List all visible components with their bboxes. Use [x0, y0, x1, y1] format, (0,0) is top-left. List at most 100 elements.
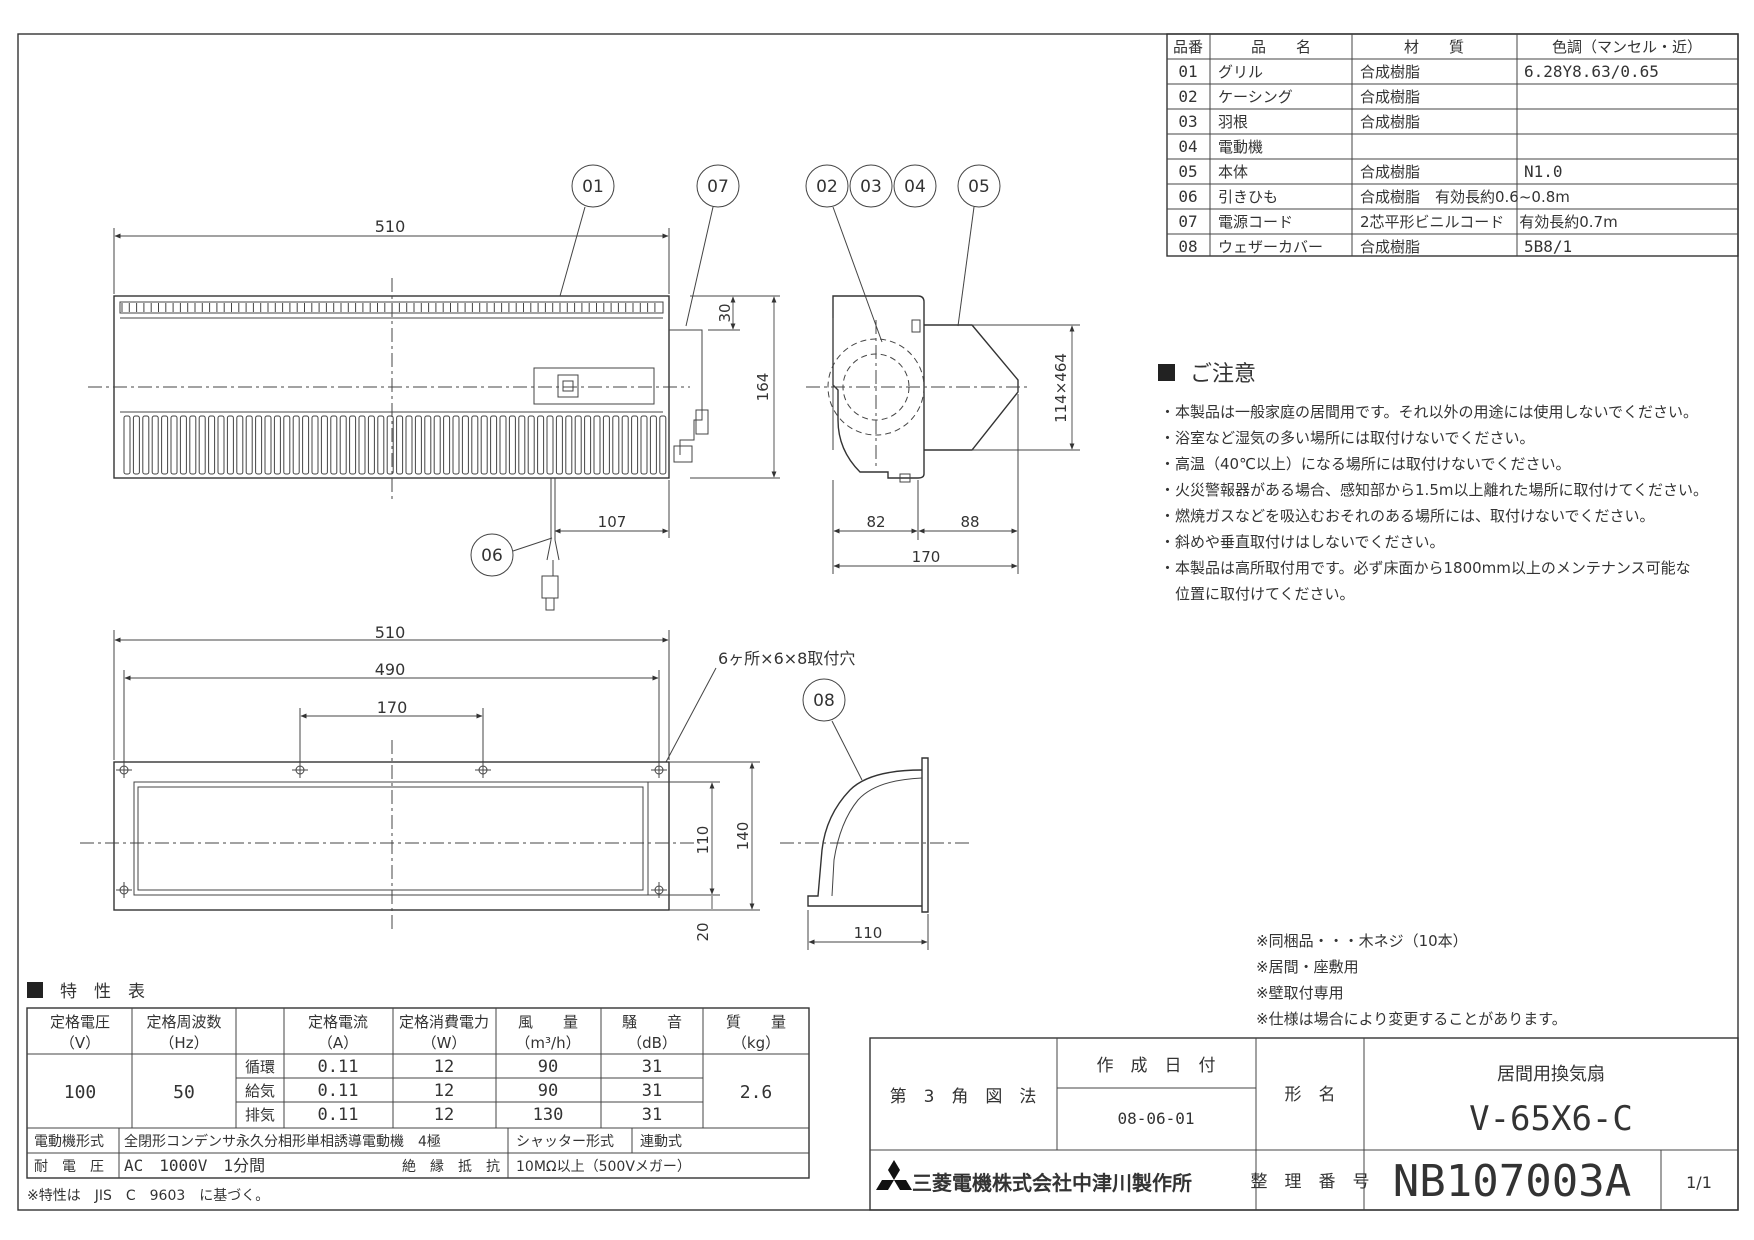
switch-button	[557, 374, 579, 398]
page-number: 1/1	[1686, 1173, 1712, 1192]
spec-mode: 給気	[245, 1082, 275, 1100]
dim-cord-offset: 107	[598, 513, 627, 531]
model-number: V-65X6-C	[1469, 1099, 1633, 1139]
parts-row-no: 08	[1178, 237, 1197, 256]
sheet-border	[17, 33, 1739, 1211]
spec-shutter-label: シャッター形式	[516, 1134, 614, 1150]
spec-power: 12	[434, 1057, 454, 1077]
spec-insulation-label: 絶 縁 抵 抗	[402, 1159, 500, 1175]
spec-header-line2: （Hz）	[159, 1034, 208, 1052]
parts-header-material: 材 質	[1404, 38, 1464, 56]
pull-string-knob	[541, 575, 559, 599]
note-line: ※同梱品・・・木ネジ（10本）	[1256, 932, 1468, 950]
balloon-03: 03	[860, 177, 882, 197]
parts-row-name: 電動機	[1218, 138, 1263, 156]
parts-row-name: グリル	[1218, 63, 1263, 81]
dim-rear-inner: 490	[375, 660, 406, 679]
date-value: 08-06-01	[1117, 1109, 1194, 1128]
caution-line: ・火災警報器がある場合、感知部から1.5m以上離れた場所に取付けてください。	[1160, 481, 1708, 499]
caution-section: ご注意 ・本製品は一般家庭の居間用です。それ以外の用途には使用しないでください。…	[1158, 362, 1708, 603]
cover-flange	[921, 757, 929, 913]
caution-title: ご注意	[1190, 362, 1256, 387]
spec-shutter-value: 連動式	[640, 1134, 682, 1150]
spec-header-line2: （dB）	[627, 1034, 677, 1052]
rear-view: 510 490 170 6ヶ所×6×8取付穴 110 140 20	[80, 623, 855, 942]
parts-row-name: ウェザーカバー	[1218, 238, 1323, 256]
balloon-06: 06	[481, 546, 503, 566]
spec-header-line2: （V）	[60, 1034, 100, 1052]
parts-row-color: 6.28Y8.63/0.65	[1524, 62, 1659, 81]
spec-airflow: 130	[533, 1105, 564, 1125]
dim-top-offset: 30	[716, 303, 734, 322]
dim-rear-h2: 140	[734, 822, 752, 851]
company-name: 三菱電機株式会社中津川製作所	[912, 1171, 1192, 1195]
parts-row-no: 07	[1178, 212, 1197, 231]
spec-voltage: 100	[64, 1082, 97, 1103]
dim-depth: 170	[912, 548, 941, 566]
parts-row-no: 05	[1178, 162, 1197, 181]
weather-cover-view: 110 08	[780, 678, 970, 950]
spec-title: 特 性 表	[60, 982, 145, 1002]
spec-frequency: 50	[173, 1082, 195, 1103]
spec-header-line1: 定格電流	[308, 1013, 368, 1031]
spec-mass: 2.6	[740, 1082, 773, 1103]
note-line: ※仕様は場合により変更することがあります。	[1256, 1010, 1567, 1028]
caution-line: ・本製品は高所取付用です。必ず床面から1800mm以上のメンテナンス可能な	[1160, 559, 1691, 577]
balloon-01: 01	[582, 177, 604, 197]
dim-side-a: 82	[866, 513, 885, 531]
parts-header-name: 品 名	[1251, 38, 1311, 56]
spec-square-icon	[27, 982, 43, 998]
parts-row-no: 06	[1178, 187, 1197, 206]
parts-row-material: 合成樹脂	[1360, 63, 1420, 81]
parts-row-name: 本体	[1218, 163, 1248, 181]
parts-row-material: 合成樹脂 有効長約0.6~0.8m	[1360, 188, 1570, 206]
spec-current: 0.11	[318, 1057, 359, 1077]
spec-withstand-value: AC 1000V 1分間	[124, 1156, 265, 1175]
caution-square-icon	[1158, 364, 1175, 381]
spec-current: 0.11	[318, 1105, 359, 1125]
power-plug	[673, 445, 693, 463]
spec-motor-label: 電動機形式	[34, 1134, 104, 1150]
spec-header-line2: （kg）	[732, 1034, 780, 1052]
note-line: ※居間・座敷用	[1256, 958, 1359, 976]
side-view: 114×464 82 88 170 02 03 04 05	[805, 164, 1080, 574]
spec-noise: 31	[642, 1081, 662, 1101]
balloon-07: 07	[707, 177, 729, 197]
caution-line: ・本製品は一般家庭の居間用です。それ以外の用途には使用しないでください。	[1160, 403, 1698, 421]
parts-row-color: N1.0	[1524, 162, 1563, 181]
hole-note: 6ヶ所×6×8取付穴	[718, 649, 855, 668]
caution-line: 位置に取付けてください。	[1160, 585, 1355, 603]
dim-rear-pitch: 170	[377, 698, 408, 717]
ref-number: NB107003A	[1393, 1156, 1631, 1207]
spec-header-line2: （A）	[318, 1034, 358, 1052]
caution-line: ・斜めや垂直取付けはしないでください。	[1160, 533, 1445, 551]
parts-row-name: 電源コード	[1218, 213, 1293, 231]
parts-row-material: 合成樹脂	[1360, 88, 1420, 106]
model-label: 形 名	[1285, 1085, 1336, 1105]
power-cord	[669, 329, 703, 455]
title-block: 第 3 角 図 法 作 成 日 付 08-06-01 形 名 居間用換気扇 V-…	[869, 1037, 1739, 1211]
cover-hood	[807, 769, 923, 907]
mitsubishi-logo-icon	[876, 1160, 912, 1190]
spec-power: 12	[434, 1081, 454, 1101]
notes: ※同梱品・・・木ネジ（10本） ※居間・座敷用 ※壁取付専用 ※仕様は場合により変更す…	[1256, 932, 1567, 1028]
caution-line: ・浴室など湿気の多い場所には取付けないでください。	[1160, 429, 1535, 447]
spec-header-line2: （W）	[422, 1034, 467, 1052]
note-line: ※壁取付専用	[1256, 984, 1344, 1002]
spec-header-line1: 質 量	[726, 1013, 786, 1031]
balloon-04: 04	[904, 177, 926, 197]
side-casing	[832, 295, 925, 479]
parts-row-material: 2芯平形ビニルコード 有効長約0.7m	[1360, 213, 1618, 231]
spec-header-line1: 風 量	[518, 1013, 578, 1031]
caution-line: ・高温（40℃以上）になる場所には取付けないでください。	[1160, 455, 1571, 473]
balloon-08: 08	[813, 691, 835, 711]
switch-panel	[533, 367, 655, 405]
parts-row-no: 02	[1178, 87, 1197, 106]
duct-outline	[924, 324, 1019, 451]
projection-method: 第 3 角 図 法	[890, 1087, 1037, 1107]
dim-height: 164	[754, 373, 772, 402]
dim-rear-bottom: 20	[694, 922, 712, 941]
spec-mode: 循環	[245, 1058, 275, 1076]
